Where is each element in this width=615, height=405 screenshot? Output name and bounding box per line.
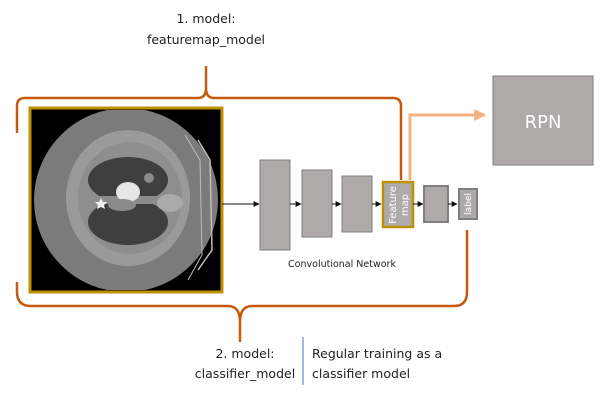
note-line-2: classifier model — [312, 366, 410, 381]
rpn-box — [492, 75, 594, 166]
feature-map-label-line2: map — [400, 194, 411, 216]
classifier-model-brace — [15, 230, 469, 342]
model2-title: 2. model: — [215, 346, 274, 361]
label-block — [458, 188, 478, 220]
feature-map-block — [381, 180, 415, 229]
feature-map-label-line1: Feature — [388, 186, 399, 224]
rpn-arrow — [408, 109, 487, 180]
ct-scan-image — [28, 106, 224, 294]
conv-block-2 — [301, 169, 333, 238]
rpn-label: RPN — [525, 112, 562, 133]
model2-name: classifier_model — [195, 366, 295, 381]
label-block-text: label — [464, 193, 474, 215]
dense-block — [423, 185, 449, 223]
model1-title: 1. model: — [176, 11, 235, 26]
featuremap-model-brace — [15, 66, 403, 180]
conv-network-caption: Convolutional Network — [288, 259, 396, 270]
conv-block-1 — [259, 159, 291, 251]
model1-name: featuremap_model — [147, 32, 265, 47]
conv-block-3 — [341, 175, 373, 233]
note-line-1: Regular training as a — [312, 346, 442, 361]
